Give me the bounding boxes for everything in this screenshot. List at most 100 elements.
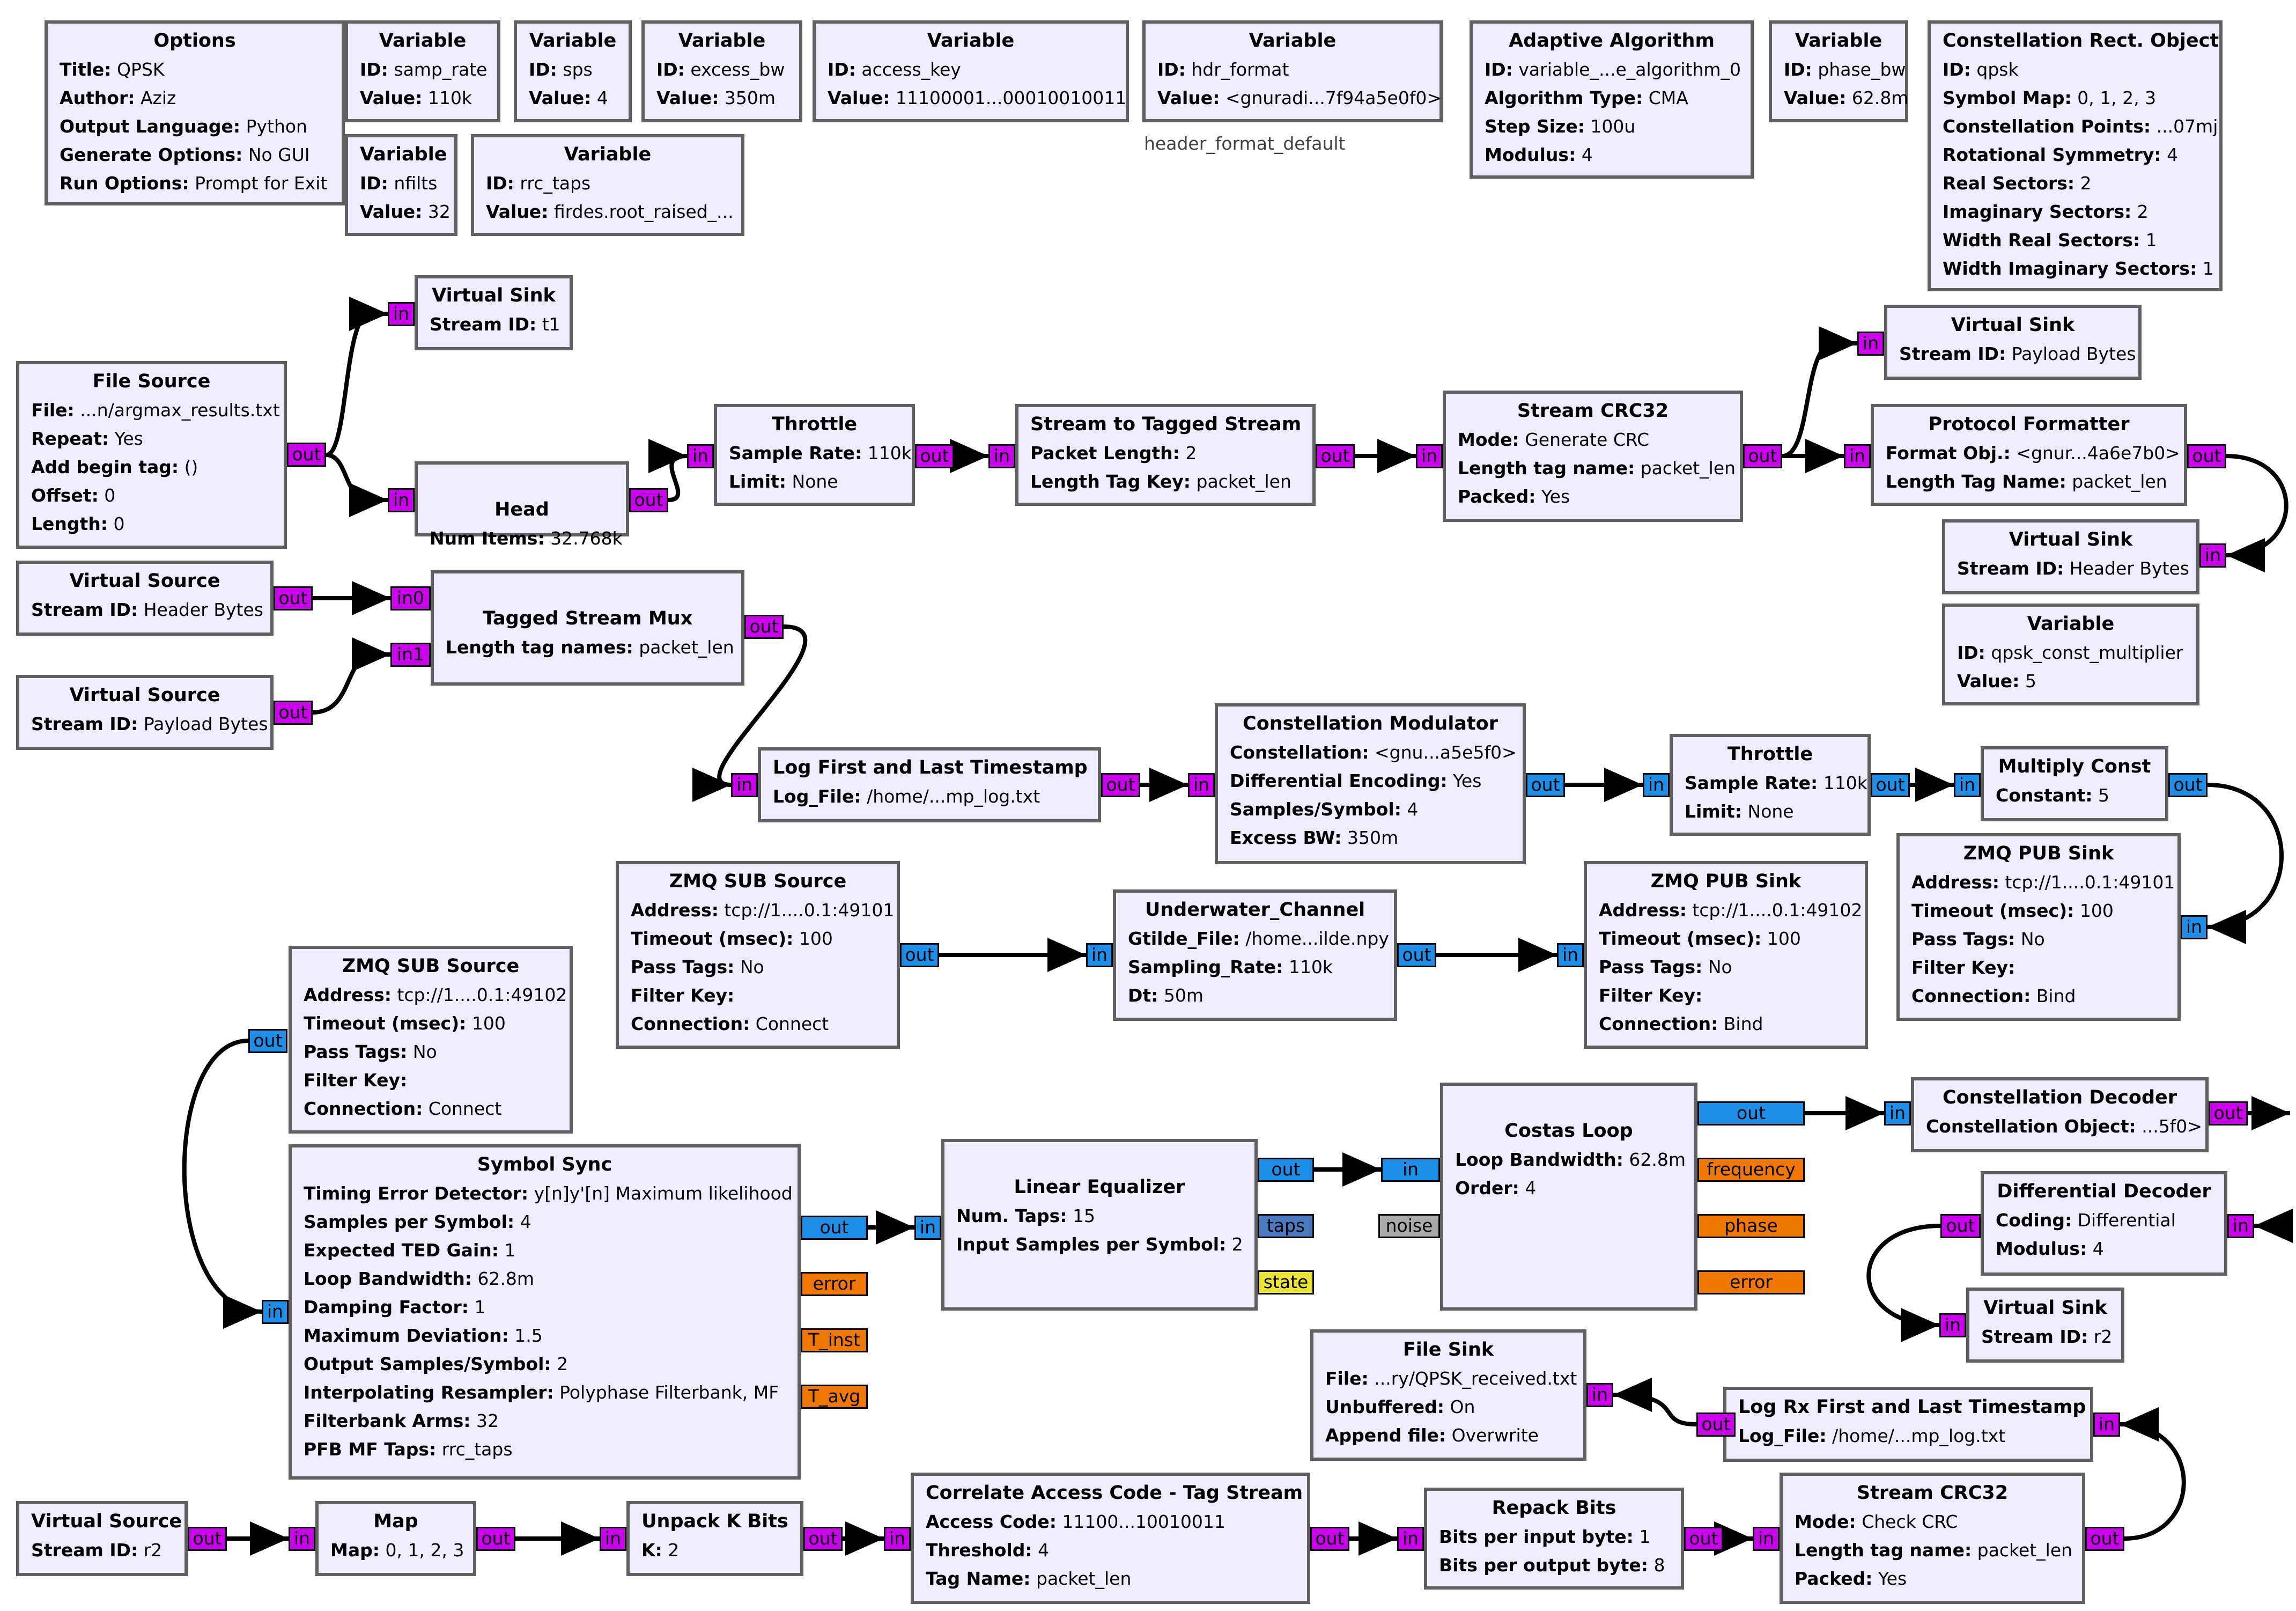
port-in[interactable]: in <box>1844 444 1871 468</box>
port-in[interactable]: in <box>2181 915 2208 939</box>
port-out[interactable]: out <box>1696 1413 1736 1437</box>
port-phase[interactable]: phase <box>1697 1214 1805 1238</box>
port-out[interactable]: out <box>629 488 668 512</box>
connection-wire[interactable] <box>1613 1378 1697 1426</box>
port-error[interactable]: error <box>801 1272 868 1296</box>
port-in[interactable]: in <box>1188 773 1215 797</box>
connection-wire[interactable] <box>325 297 388 457</box>
port-in[interactable]: in <box>2227 1214 2254 1238</box>
port-in[interactable]: in <box>1753 1527 1780 1551</box>
port-in0[interactable]: in0 <box>390 586 431 610</box>
port-out[interactable]: out <box>274 586 313 610</box>
port-error[interactable]: error <box>1697 1270 1805 1294</box>
port-out[interactable]: out <box>274 701 313 725</box>
port-in[interactable]: in <box>1586 1383 1613 1407</box>
port-in[interactable]: in <box>1416 444 1443 468</box>
port-out[interactable]: out <box>1940 1214 1981 1238</box>
port-in[interactable]: in <box>1954 773 1981 797</box>
port-out[interactable]: out <box>1316 444 1355 468</box>
port-out[interactable]: out <box>287 443 326 467</box>
port-out[interactable]: out <box>188 1527 227 1551</box>
connection-wire[interactable] <box>182 1039 262 1329</box>
port-t-inst[interactable]: T_inst <box>801 1328 868 1352</box>
port-frequency[interactable]: frequency <box>1697 1158 1805 1182</box>
port-in[interactable]: in <box>1381 1158 1440 1182</box>
port-state[interactable]: state <box>1258 1270 1314 1294</box>
port-in[interactable]: in <box>687 444 714 468</box>
port-out[interactable]: out <box>2187 444 2226 468</box>
port-in[interactable]: in <box>289 1527 315 1551</box>
port-out[interactable]: out <box>1526 773 1565 797</box>
port-in[interactable]: in <box>1884 1101 1911 1126</box>
port-out[interactable]: out <box>1397 943 1436 967</box>
port-in[interactable]: in <box>1939 1313 1966 1337</box>
port-out[interactable]: out <box>1310 1527 1349 1551</box>
port-in[interactable]: in <box>1643 773 1670 797</box>
port-out[interactable]: out <box>248 1029 287 1053</box>
connection-wire[interactable] <box>1782 326 1857 458</box>
port-in[interactable]: in <box>262 1300 289 1324</box>
port-in[interactable]: in <box>731 773 758 797</box>
connection-wire[interactable] <box>1866 1224 1941 1342</box>
connection-wire[interactable] <box>648 439 688 502</box>
port-out[interactable]: out <box>2209 1101 2248 1126</box>
port-in[interactable]: in <box>1086 943 1113 967</box>
port-in[interactable]: in <box>1557 943 1584 967</box>
connection-wire[interactable] <box>2120 1407 2186 1541</box>
port-noise[interactable]: noise <box>1378 1214 1440 1238</box>
port-taps[interactable]: taps <box>1258 1214 1314 1238</box>
port-in[interactable]: in <box>1857 332 1884 356</box>
port-out[interactable]: out <box>1871 773 1910 797</box>
port-in[interactable]: in <box>988 444 1015 468</box>
connection-wire[interactable] <box>312 637 390 715</box>
port-in1[interactable]: in1 <box>390 643 431 667</box>
port-in[interactable]: in <box>914 1216 941 1240</box>
connection-wire[interactable] <box>326 453 388 517</box>
port-in[interactable]: in <box>600 1527 626 1551</box>
port-out[interactable]: out <box>744 615 784 639</box>
port-out[interactable]: out <box>1101 773 1140 797</box>
port-in[interactable]: in <box>388 302 415 326</box>
